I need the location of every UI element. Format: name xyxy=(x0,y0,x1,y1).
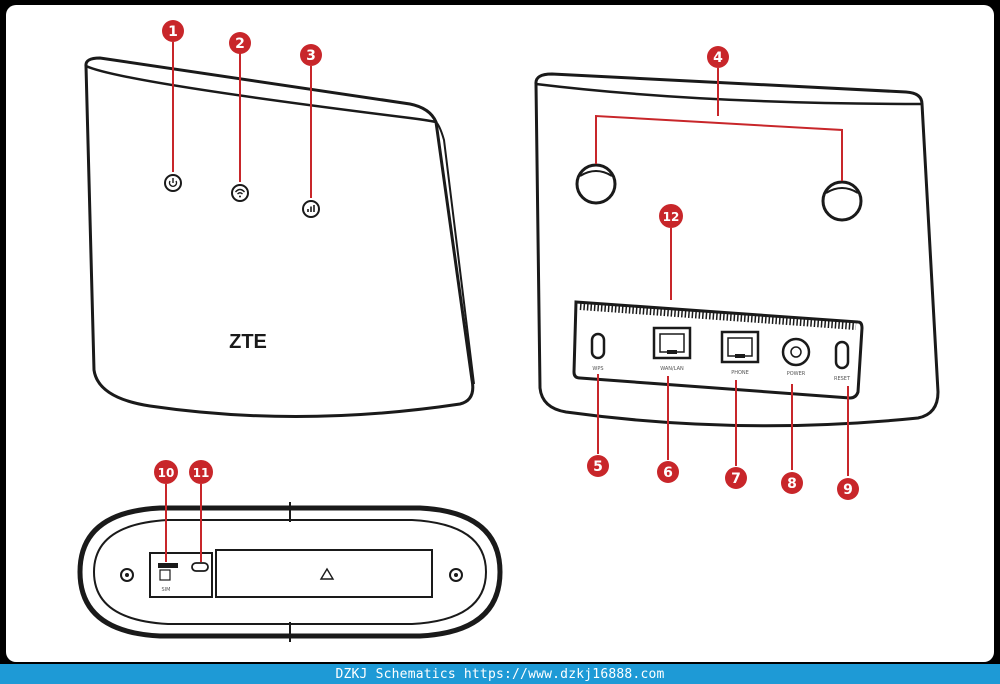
sim-label: SIM xyxy=(162,587,171,593)
svg-text:8: 8 xyxy=(787,476,797,492)
footer-url: https://www.dzkj16888.com xyxy=(463,666,665,682)
callout-2: 2 xyxy=(229,32,251,54)
callout-12: 12 xyxy=(659,204,683,228)
power-icon xyxy=(168,178,178,187)
reset-label: RESET xyxy=(834,376,851,382)
svg-text:11: 11 xyxy=(193,466,210,480)
signal-indicator xyxy=(302,200,320,218)
callout-7: 7 xyxy=(725,467,747,489)
back-top-edge xyxy=(535,82,923,106)
phone-label: PHONE xyxy=(731,370,749,376)
back-view: WPS WAN/LAN PHONE POWER xyxy=(534,72,940,428)
callout-6: 6 xyxy=(657,461,679,483)
reset-button xyxy=(834,340,850,370)
wps-label: WPS xyxy=(592,366,603,372)
power-jack xyxy=(781,337,811,367)
wan-lan-port xyxy=(652,326,692,360)
wifi-icon xyxy=(234,188,246,195)
port-panel: WPS WAN/LAN PHONE POWER xyxy=(572,300,864,400)
callout-9: 9 xyxy=(837,478,859,500)
front-view: ZTE xyxy=(84,56,475,418)
antenna-connector-right xyxy=(821,180,863,222)
svg-text:1: 1 xyxy=(168,24,178,40)
front-body xyxy=(84,56,475,418)
leader-lines xyxy=(165,42,849,562)
callout-8: 8 xyxy=(781,472,803,494)
svg-text:12: 12 xyxy=(663,210,680,224)
svg-text:10: 10 xyxy=(158,466,175,480)
wan-lan-label: WAN/LAN xyxy=(660,366,684,372)
label-plate xyxy=(215,549,433,598)
wifi-indicator xyxy=(231,184,249,202)
footer-watermark: DZKJ Schematics https://www.dzkj16888.co… xyxy=(0,664,1000,684)
svg-text:6: 6 xyxy=(663,465,673,481)
callout-3: 3 xyxy=(300,44,322,66)
power-indicator xyxy=(164,174,182,192)
brand-logo: ZTE xyxy=(229,331,267,353)
callout-11: 11 xyxy=(189,460,213,484)
front-top-edge xyxy=(85,64,437,124)
signal-icon xyxy=(307,205,315,212)
wps-button xyxy=(590,332,606,360)
svg-text:9: 9 xyxy=(843,482,853,498)
svg-text:5: 5 xyxy=(593,459,603,475)
svg-text:2: 2 xyxy=(235,36,245,52)
antenna-connector-left xyxy=(575,163,617,205)
sim-slot-cover xyxy=(149,552,213,598)
callout-1: 1 xyxy=(162,20,184,42)
warning-triangle-icon xyxy=(319,567,335,580)
screw-right xyxy=(449,568,463,582)
power-label: POWER xyxy=(787,371,806,377)
svg-text:3: 3 xyxy=(306,48,316,64)
callout-4: 4 xyxy=(707,46,729,68)
vent-grille xyxy=(579,302,857,330)
svg-text:7: 7 xyxy=(731,471,741,487)
phone-port xyxy=(720,330,760,364)
router-diagram: ZTE WPS WAN/L xyxy=(77,20,940,642)
callout-5: 5 xyxy=(587,455,609,477)
callout-10: 10 xyxy=(154,460,178,484)
front-side-edge xyxy=(435,121,475,385)
screw-left xyxy=(120,568,134,582)
svg-text:4: 4 xyxy=(713,50,723,66)
bottom-view: SIM xyxy=(77,502,503,642)
footer-site-name: DZKJ Schematics xyxy=(335,666,456,682)
